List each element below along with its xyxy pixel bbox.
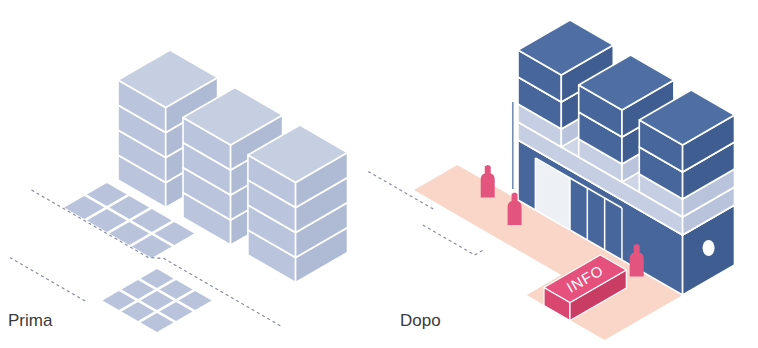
info-box-shape (542, 253, 628, 323)
box-face (183, 88, 283, 146)
dotted-path (10, 258, 88, 303)
round-window (703, 240, 715, 256)
box-face (518, 20, 613, 75)
box-face (248, 125, 348, 183)
bollard (481, 165, 495, 198)
block-layer (248, 125, 348, 208)
floor-tile (132, 235, 172, 258)
floor-tiles (103, 269, 212, 332)
bollard (508, 193, 522, 226)
blue-layer (639, 90, 734, 172)
window-frame (587, 188, 589, 240)
before-illustration (10, 50, 348, 332)
floor-tile (141, 313, 174, 332)
figure-caption: Dopo (400, 312, 441, 331)
box-face (639, 90, 734, 145)
info-box-faces (544, 255, 626, 321)
figure-caption: Prima (8, 312, 52, 331)
window-frame (621, 208, 623, 260)
shop-window (535, 158, 570, 230)
bollard (630, 244, 644, 277)
window-frame (604, 198, 606, 250)
info-box: INFO (542, 253, 628, 323)
dotted-path (423, 225, 485, 255)
frame-line (512, 102, 513, 189)
box-face (118, 50, 218, 108)
box-face (579, 55, 674, 110)
box-face (544, 255, 626, 303)
dotted-path (368, 172, 433, 210)
after-illustration (368, 20, 734, 340)
